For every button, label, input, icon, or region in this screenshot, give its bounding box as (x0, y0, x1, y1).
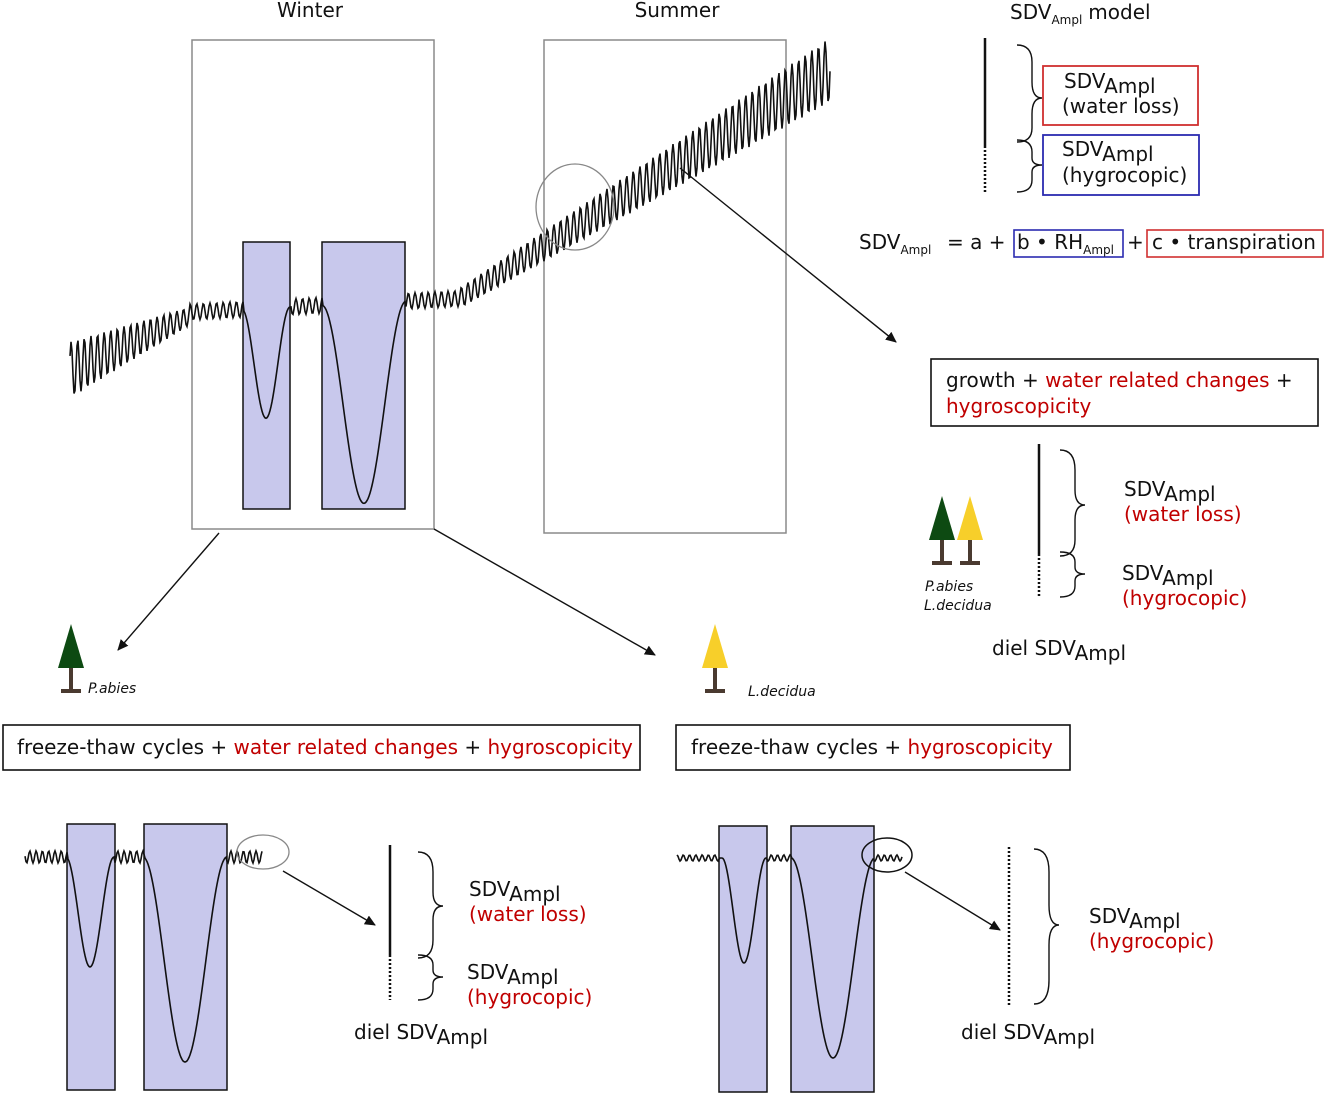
summer-ldecidua-label: L.decidua (924, 598, 992, 614)
summer-zoom-ellipse (535, 163, 615, 251)
pabies-diel-label: diel SDVAmpl (354, 1020, 488, 1049)
equation-c-term: c • transpiration (1152, 230, 1316, 254)
model-brace-upper (1016, 44, 1043, 143)
model-water-loss-text: (water loss) (1062, 94, 1180, 118)
pabies-zoom-arrow (282, 870, 376, 926)
model-hygrocopic-box (1042, 134, 1200, 196)
pabies-processes-text: freeze-thaw cycles + water related chang… (17, 735, 633, 759)
pabies-winter-curve (24, 848, 263, 1063)
ldecidua-tree-icon (957, 496, 983, 565)
summer-hygrocopic: (hygrocopic) (1122, 586, 1247, 610)
equation-plus: + (1127, 230, 1144, 254)
freeze-event-1-shade (242, 241, 291, 510)
summer-brace-upper (1059, 449, 1086, 557)
winter-ldecidua-label: L.decidua (748, 684, 816, 700)
pabies-freeze-shade-1 (66, 823, 116, 1091)
model-hygrocopic-sdv: SDVAmpl (1062, 137, 1154, 166)
pabies-sdv-2: SDVAmpl (467, 960, 559, 989)
winter-ldecidua-tree-icon (702, 624, 728, 693)
ldecidua-brace (1033, 848, 1060, 1005)
ldecidua-winter-curve (676, 853, 903, 1059)
model-water-loss-sdv: SDVAmpl (1064, 69, 1156, 98)
summer-window (543, 39, 787, 534)
pabies-brace-lower (417, 954, 444, 1001)
ldecidua-sdv: SDVAmpl (1089, 904, 1181, 933)
arrow-to-ldecidua (433, 528, 656, 656)
summer-water-loss: (water loss) (1124, 502, 1242, 526)
arrow-to-pabies (117, 532, 220, 651)
summer-sdv-2: SDVAmpl (1122, 561, 1214, 590)
pabies-zoom-ellipse (236, 834, 290, 870)
summer-sdv-1: SDVAmpl (1124, 477, 1216, 506)
winter-pabies-label: P.abies (88, 681, 136, 697)
pabies-hygrocopic: (hygrocopic) (467, 985, 592, 1009)
equation-b-term: b • RHAmpl (1017, 230, 1114, 257)
freeze-event-2-shade (321, 241, 406, 510)
winter-window (191, 39, 435, 530)
summer-processes-line1: growth + water related changes + (946, 368, 1293, 392)
summer-processes-box (930, 358, 1319, 427)
pabies-water-loss: (water loss) (469, 902, 587, 926)
ldecidua-processes-text: freeze-thaw cycles + hygroscopicity (691, 735, 1053, 759)
ldecidua-diel-label: diel SDVAmpl (961, 1020, 1095, 1049)
summer-zoom-arrow (679, 167, 897, 343)
winter-pabies-tree-icon (58, 624, 84, 693)
equation-b-box (1013, 229, 1124, 258)
pabies-sdv-1: SDVAmpl (469, 877, 561, 906)
pabies-tree-icon (929, 496, 955, 565)
pabies-processes-box (2, 724, 641, 771)
summer-processes-line2: hygroscopicity (946, 394, 1092, 418)
model-brace-lower (1016, 139, 1043, 193)
model-water-loss-box (1042, 65, 1199, 126)
ldecidua-freeze-shade-2 (790, 825, 875, 1093)
pabies-brace-upper (417, 851, 444, 959)
equation-lhs: SDVAmpl (859, 230, 931, 257)
pabies-freeze-shade-2 (143, 823, 228, 1091)
ldecidua-zoom-arrow (904, 871, 1001, 931)
equation-mid: = a + (947, 230, 1006, 254)
ldecidua-hygrocopic: (hygrocopic) (1089, 929, 1214, 953)
model-hygrocopic-text: (hygrocopic) (1062, 163, 1187, 187)
summer-pabies-label: P.abies (925, 579, 973, 595)
equation-c-box (1146, 229, 1324, 258)
ldecidua-zoom-ellipse (861, 837, 913, 873)
summer-brace-lower (1059, 551, 1086, 598)
ldecidua-freeze-shade-1 (718, 825, 768, 1093)
summer-label: Summer (635, 0, 721, 22)
seasonal-stem-curve (69, 41, 831, 505)
summer-diel-label: diel SDVAmpl (992, 636, 1126, 665)
ldecidua-processes-box (675, 724, 1071, 771)
winter-label: Winter (277, 0, 344, 22)
